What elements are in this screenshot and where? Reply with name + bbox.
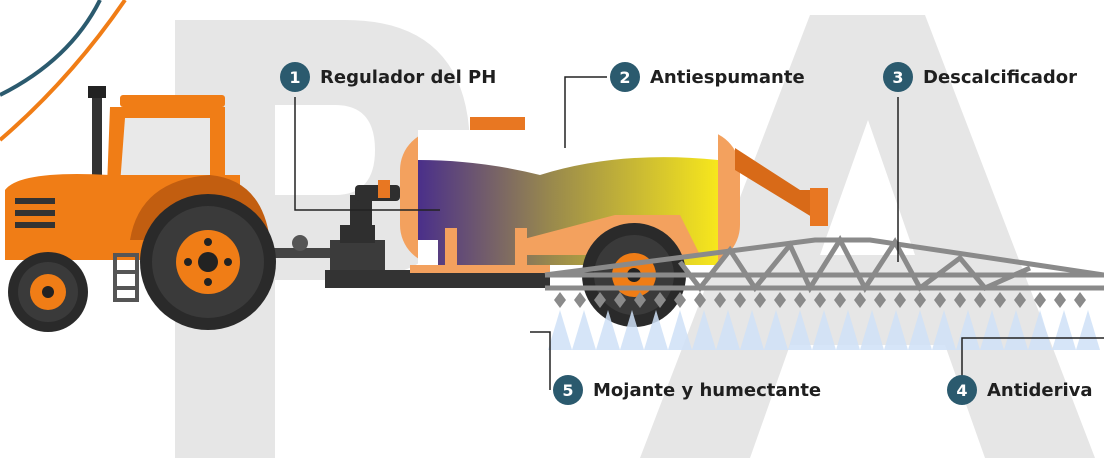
- callout-text: Antideriva: [987, 379, 1093, 401]
- callout-2: 2 Antiespumante: [610, 62, 805, 92]
- tractor: [5, 86, 355, 332]
- callout-number: 4: [947, 375, 977, 405]
- callout-5: 5 Mojante y humectante: [553, 375, 821, 405]
- callout-text: Antiespumante: [650, 66, 805, 88]
- callout-number: 2: [610, 62, 640, 92]
- spray-mist: [548, 310, 1100, 350]
- callout-3: 3 Descalcificador: [883, 62, 1077, 92]
- callout-number: 5: [553, 375, 583, 405]
- spray-boom: [544, 234, 1104, 294]
- callout-text: Regulador del PH: [320, 66, 497, 88]
- spray-nozzles: [554, 292, 1086, 308]
- callout-1: 1 Regulador del PH: [280, 62, 496, 92]
- callout-text: Descalcificador: [923, 66, 1077, 88]
- callout-4: 4 Antideriva: [947, 375, 1093, 405]
- callout-text: Mojante y humectante: [593, 379, 822, 401]
- callout-number: 1: [280, 62, 310, 92]
- callout-lines: [294, 76, 1104, 390]
- decorative-arcs: [0, 0, 127, 142]
- callout-number: 3: [883, 62, 913, 92]
